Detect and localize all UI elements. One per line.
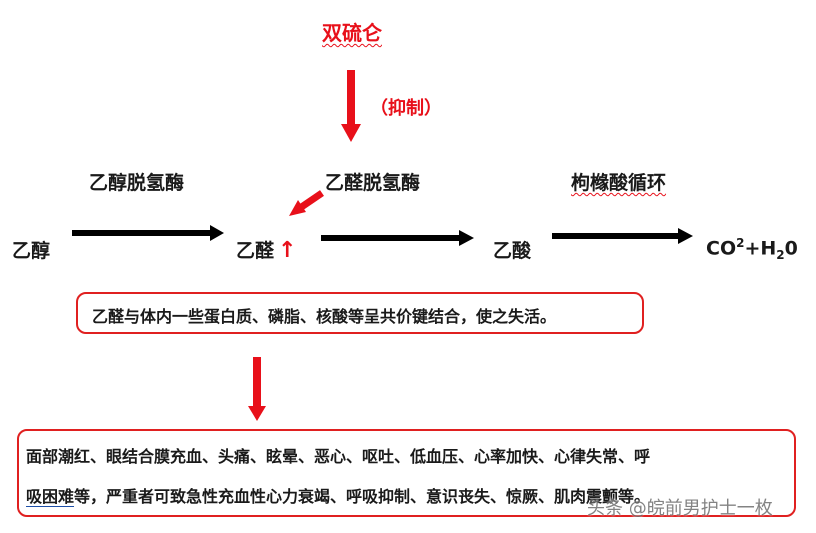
compound-acetaldehyde-text: 乙醛 [236,240,275,262]
product-zero: 0 [784,237,798,260]
citric-acid-cycle-label: 枸橼酸循环 [571,168,666,195]
mechanism-text: 乙醛与体内一些蛋白质、磷脂、核酸等呈共价键结合，使之失活。 [92,307,557,326]
increase-arrow-icon: ↑ [278,238,297,263]
inhibitor-label: 双硫仑 [322,21,382,45]
down-red-arrow [248,357,266,421]
mechanism-box: 乙醛与体内一些蛋白质、磷脂、核酸等呈共价键结合，使之失活。 [76,292,644,334]
citric-acid-cycle-text: 枸橼酸循环 [571,172,667,194]
symptoms-underlined-text: 吸困难 [26,487,75,506]
compound-acetic-acid: 乙酸 [493,240,532,262]
compound-ethanol: 乙醇 [12,240,51,262]
product-plus-h: +H [744,237,777,260]
enzyme-alcohol-dehydrogenase: 乙醇脱氢酶 [89,172,185,194]
product-co2-h2o: CO2+H20 [706,236,798,262]
enzyme-aldehyde-dehydrogenase: 乙醛脱氢酶 [325,172,421,194]
symptoms-line-1: 面部潮红、眼结合膜充血、头痛、眩晕、恶心、呕吐、低血压、心率加快、心律失常、呼 [26,447,651,466]
inhibit-arrow [341,70,361,142]
compound-acetaldehyde: 乙醛↑ [236,236,296,263]
diagonal-red-arrow [289,190,324,216]
reaction-arrow-1 [72,225,224,241]
product-co-sup: 2 [736,236,745,250]
inhibit-label: （抑制） [370,98,442,119]
watermark: 头条 @皖前男护士一枚 [587,498,773,519]
reaction-arrow-3 [552,228,693,244]
product-h-sub: 2 [776,248,785,263]
symptoms-line-2-rest: 等，严重者可致急性充血性心力衰竭、呼吸抑制、意识丧失、惊厥、肌肉震颤等。 [74,487,651,506]
product-co: CO [706,237,737,260]
symptoms-box: 面部潮红、眼结合膜充血、头痛、眩晕、恶心、呕吐、低血压、心率加快、心律失常、呼 … [17,429,796,517]
reaction-arrow-2 [321,230,474,246]
symptoms-line-2: 吸困难等，严重者可致急性充血性心力衰竭、呼吸抑制、意识丧失、惊厥、肌肉震颤等。 [26,483,650,507]
